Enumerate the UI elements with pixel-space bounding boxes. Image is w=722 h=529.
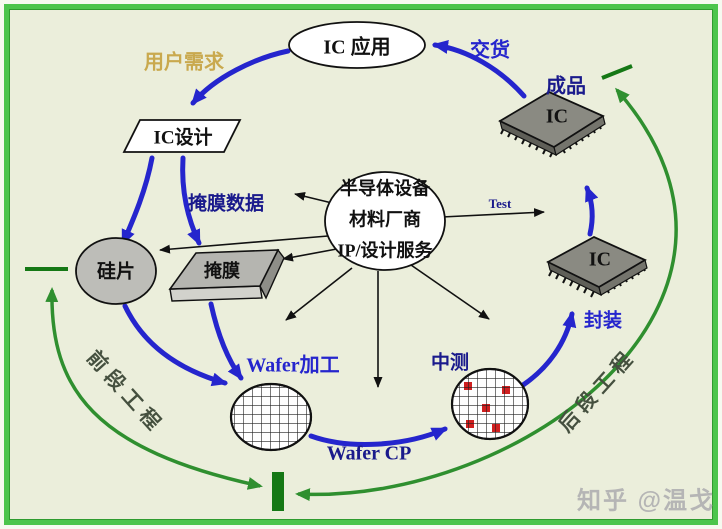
arrow-to-test	[441, 207, 545, 218]
arrow-to-mask	[282, 247, 343, 262]
flow-package-to-product	[584, 185, 599, 237]
label-supplier-hub: 半导体设备 材料厂商 IP/设计服务	[337, 174, 432, 267]
node-ic-design	[122, 119, 242, 153]
back-end-finish-tick	[601, 64, 633, 80]
supplier-line-2: 材料厂商	[348, 209, 421, 230]
supplier-line-3: IP/设计服务	[337, 240, 433, 261]
flow-midtest-to-package	[520, 311, 577, 388]
label-mid-test: 中测	[430, 352, 470, 374]
phase-divider-bar	[272, 472, 284, 511]
flow-design-to-silicon	[120, 155, 155, 246]
arrow-to-mask-data	[294, 191, 333, 204]
label-chip-right-ic: IC	[588, 248, 612, 271]
arrow-to-wafer-processing	[285, 267, 353, 321]
watermark: 知乎 @温戈	[576, 487, 716, 515]
flow-app-to-design	[190, 48, 291, 106]
flow-delivery	[432, 40, 527, 99]
cycle-arcs	[25, 64, 678, 511]
arrow-to-mid-test	[410, 264, 490, 320]
label-silicon-wafer: 硅片	[96, 261, 136, 283]
label-packaging: 封装	[583, 310, 623, 332]
supplier-line-1: 半导体设备	[339, 178, 430, 199]
label-wafer-cp: Wafer CP	[326, 442, 412, 465]
back-end-arc	[295, 87, 678, 502]
flow-design-to-mask	[180, 155, 202, 246]
arrow-to-silicon-wafer	[159, 235, 329, 254]
supplier-arrows	[159, 191, 545, 388]
label-finished-product: 成品	[546, 75, 586, 98]
label-mask: 掩膜	[204, 261, 240, 281]
front-end-arc	[45, 287, 263, 490]
node-mask-slab	[168, 248, 285, 302]
node-wafer-midtest	[450, 367, 530, 441]
flow-silicon-to-wafer	[122, 303, 228, 387]
process-flow-arrows	[120, 40, 599, 447]
flow-wafer-cp	[308, 426, 448, 447]
label-chip-top-ic: IC	[545, 105, 569, 128]
label-wafer-processing: Wafer加工	[246, 354, 340, 377]
label-user-demand: 用户需求	[144, 51, 224, 74]
label-delivery: 交货	[470, 39, 510, 62]
node-ic-application	[288, 21, 426, 69]
node-supplier-hub	[324, 171, 446, 271]
mask-top-face	[168, 249, 280, 290]
label-mask-data: 掩膜数据	[187, 193, 265, 215]
node-wafer-processing	[229, 382, 313, 452]
label-ic-application: IC 应用	[323, 36, 391, 59]
label-ic-design: IC设计	[153, 127, 213, 149]
node-silicon-wafer	[75, 237, 157, 305]
chip-packaged	[546, 235, 648, 298]
chip-finished-product	[498, 90, 606, 158]
label-test: Test	[488, 196, 512, 211]
flow-mask-to-wafer	[208, 301, 244, 381]
